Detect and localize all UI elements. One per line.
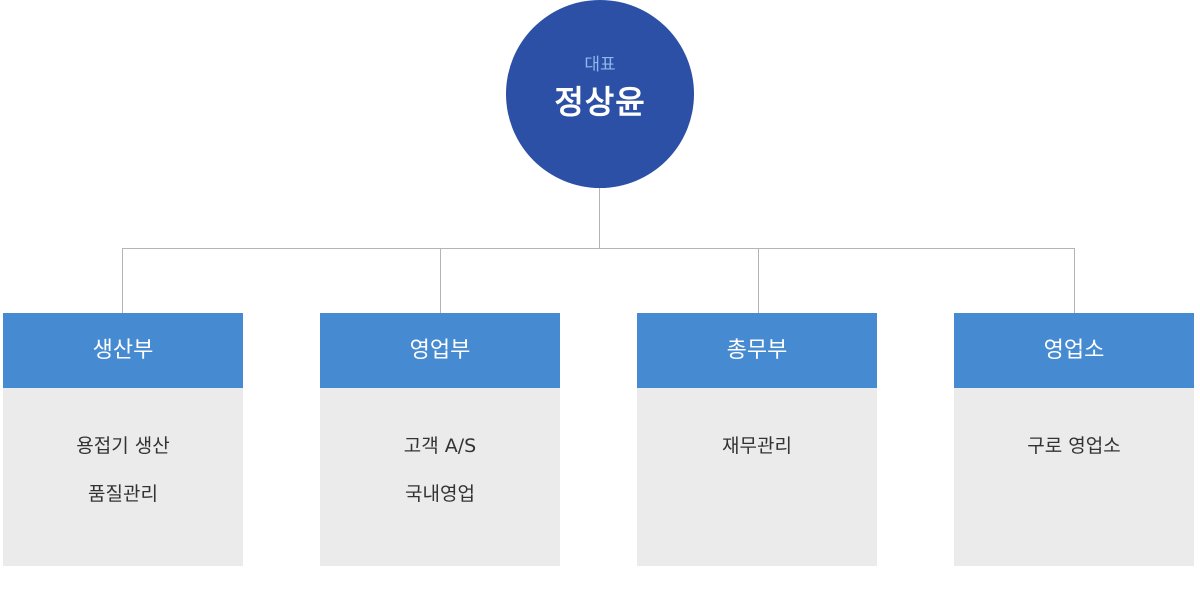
dept-sales-office: 영업소 구로 영업소 xyxy=(954,313,1194,566)
dept-body: 고객 A/S 국내영업 xyxy=(320,388,560,566)
dept-body: 용접기 생산 품질관리 xyxy=(3,388,243,566)
connector-branch-production xyxy=(122,248,123,313)
dept-body: 구로 영업소 xyxy=(954,388,1194,566)
connector-branch-sales-office xyxy=(1074,248,1075,313)
dept-item: 용접기 생산 xyxy=(76,435,170,457)
ceo-role: 대표 xyxy=(584,55,616,75)
dept-sales: 영업부 고객 A/S 국내영업 xyxy=(320,313,560,566)
dept-header: 영업부 xyxy=(320,313,560,388)
dept-header: 영업소 xyxy=(954,313,1194,388)
dept-item: 고객 A/S xyxy=(403,435,477,457)
connector-branch-sales xyxy=(440,248,441,313)
connector-branch-general-affairs xyxy=(758,248,759,313)
dept-header: 생산부 xyxy=(3,313,243,388)
ceo-name: 정상윤 xyxy=(554,83,646,121)
dept-item: 재무관리 xyxy=(722,435,792,457)
dept-item: 구로 영업소 xyxy=(1027,435,1121,457)
dept-header: 총무부 xyxy=(637,313,877,388)
dept-item: 국내영업 xyxy=(405,483,475,505)
dept-production: 생산부 용접기 생산 품질관리 xyxy=(3,313,243,566)
dept-general-affairs: 총무부 재무관리 xyxy=(637,313,877,566)
connector-trunk xyxy=(599,188,600,248)
ceo-node: 대표 정상윤 xyxy=(506,0,694,188)
connector-horizontal xyxy=(122,248,1075,249)
dept-body: 재무관리 xyxy=(637,388,877,566)
dept-item: 품질관리 xyxy=(88,483,158,505)
